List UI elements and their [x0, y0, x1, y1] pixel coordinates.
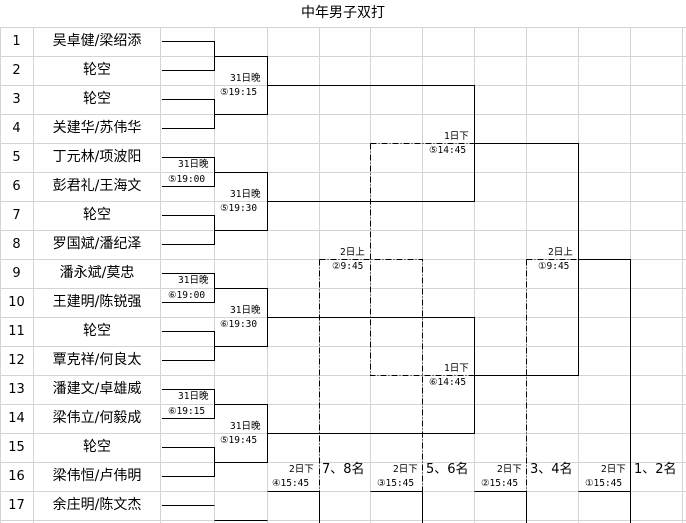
- row-number: 17: [8, 498, 25, 513]
- row-number: 5: [12, 150, 21, 165]
- team-cell[interactable]: 罗国斌/潘纪泽: [52, 236, 142, 252]
- team-cell[interactable]: 轮空: [83, 323, 111, 339]
- match-day-label: 2日下: [289, 464, 314, 475]
- match-day-label: 2日下: [497, 464, 522, 475]
- team-cell[interactable]: 轮空: [83, 439, 111, 455]
- match-time-label: ⑥14:45: [429, 377, 467, 388]
- row-number: 10: [8, 295, 25, 310]
- team-cell[interactable]: 轮空: [83, 207, 111, 223]
- row-number: 13: [8, 382, 25, 397]
- match-time-label: ③15:45: [377, 478, 415, 489]
- sheet-title: 中年男子双打: [301, 5, 385, 21]
- team-cell[interactable]: 彭君礼/王海文: [52, 178, 142, 194]
- row-number: 16: [8, 469, 25, 484]
- match-day-label: 1日下: [444, 363, 469, 374]
- match-time-label: ②9:45: [332, 261, 364, 272]
- team-cell[interactable]: 王建明/陈锐强: [52, 294, 142, 310]
- rank-label: 1、2名: [634, 462, 677, 477]
- team-cell[interactable]: 关建华/苏伟华: [52, 120, 142, 136]
- match-time-label: ⑤19:00: [168, 174, 206, 185]
- match-time-label: ①15:45: [585, 478, 623, 489]
- match-time-label: ④15:45: [272, 478, 310, 489]
- team-cell[interactable]: 覃克祥/何良太: [52, 352, 142, 368]
- match-time-label: ⑥19:30: [220, 319, 258, 330]
- match-day-label: 2日上: [548, 247, 573, 258]
- match-time-label: ⑤19:30: [220, 203, 258, 214]
- row-number: 6: [12, 179, 21, 194]
- match-time-label: ⑥19:00: [168, 290, 206, 301]
- match-day-label: 31日晚: [178, 159, 209, 170]
- row-number: 7: [12, 208, 21, 223]
- match-day-label: 2日下: [393, 464, 418, 475]
- rank-label: 3、4名: [530, 462, 573, 477]
- match-day-label: 31日晚: [178, 275, 209, 286]
- team-cell[interactable]: 梁伟恒/卢伟明: [52, 468, 142, 484]
- match-day-label: 2日上: [340, 247, 365, 258]
- team-cell[interactable]: 潘建文/卓雄威: [52, 381, 142, 397]
- row-number: 15: [8, 440, 25, 455]
- row-number: 9: [12, 266, 21, 281]
- row-number: 14: [8, 411, 25, 426]
- match-day-label: 31日晚: [230, 189, 261, 200]
- match-time-label: ⑤19:45: [220, 435, 258, 446]
- match-time-label: ⑥19:15: [168, 406, 206, 417]
- row-number: 2: [12, 63, 21, 78]
- team-cell[interactable]: 余庄明/陈文杰: [52, 497, 142, 513]
- team-cell[interactable]: 轮空: [83, 91, 111, 107]
- team-cell[interactable]: 梁伟立/何毅成: [52, 410, 142, 426]
- match-day-label: 31日晚: [178, 391, 209, 402]
- row-number: 4: [12, 121, 21, 136]
- match-time-label: ⑤14:45: [429, 145, 467, 156]
- match-day-label: 2日下: [601, 464, 626, 475]
- match-day-label: 1日下: [444, 131, 469, 142]
- match-day-label: 31日晚: [230, 73, 261, 84]
- row-number: 11: [8, 324, 25, 339]
- match-time-label: ②15:45: [481, 478, 519, 489]
- team-cell[interactable]: 轮空: [83, 62, 111, 78]
- team-cell[interactable]: 吴卓健/梁绍添: [52, 33, 142, 49]
- match-time-label: ⑤19:15: [220, 87, 258, 98]
- row-number: 8: [12, 237, 21, 252]
- row-number: 1: [12, 34, 21, 49]
- rank-label: 7、8名: [322, 462, 365, 477]
- row-number: 12: [8, 353, 25, 368]
- row-number: 3: [12, 92, 21, 107]
- match-day-label: 31日晚: [230, 421, 261, 432]
- team-cell[interactable]: 潘永斌/莫忠: [59, 265, 135, 281]
- team-cell[interactable]: 丁元林/项波阳: [52, 149, 142, 165]
- match-time-label: ①9:45: [538, 261, 570, 272]
- rank-label: 5、6名: [426, 462, 469, 477]
- match-day-label: 31日晚: [230, 305, 261, 316]
